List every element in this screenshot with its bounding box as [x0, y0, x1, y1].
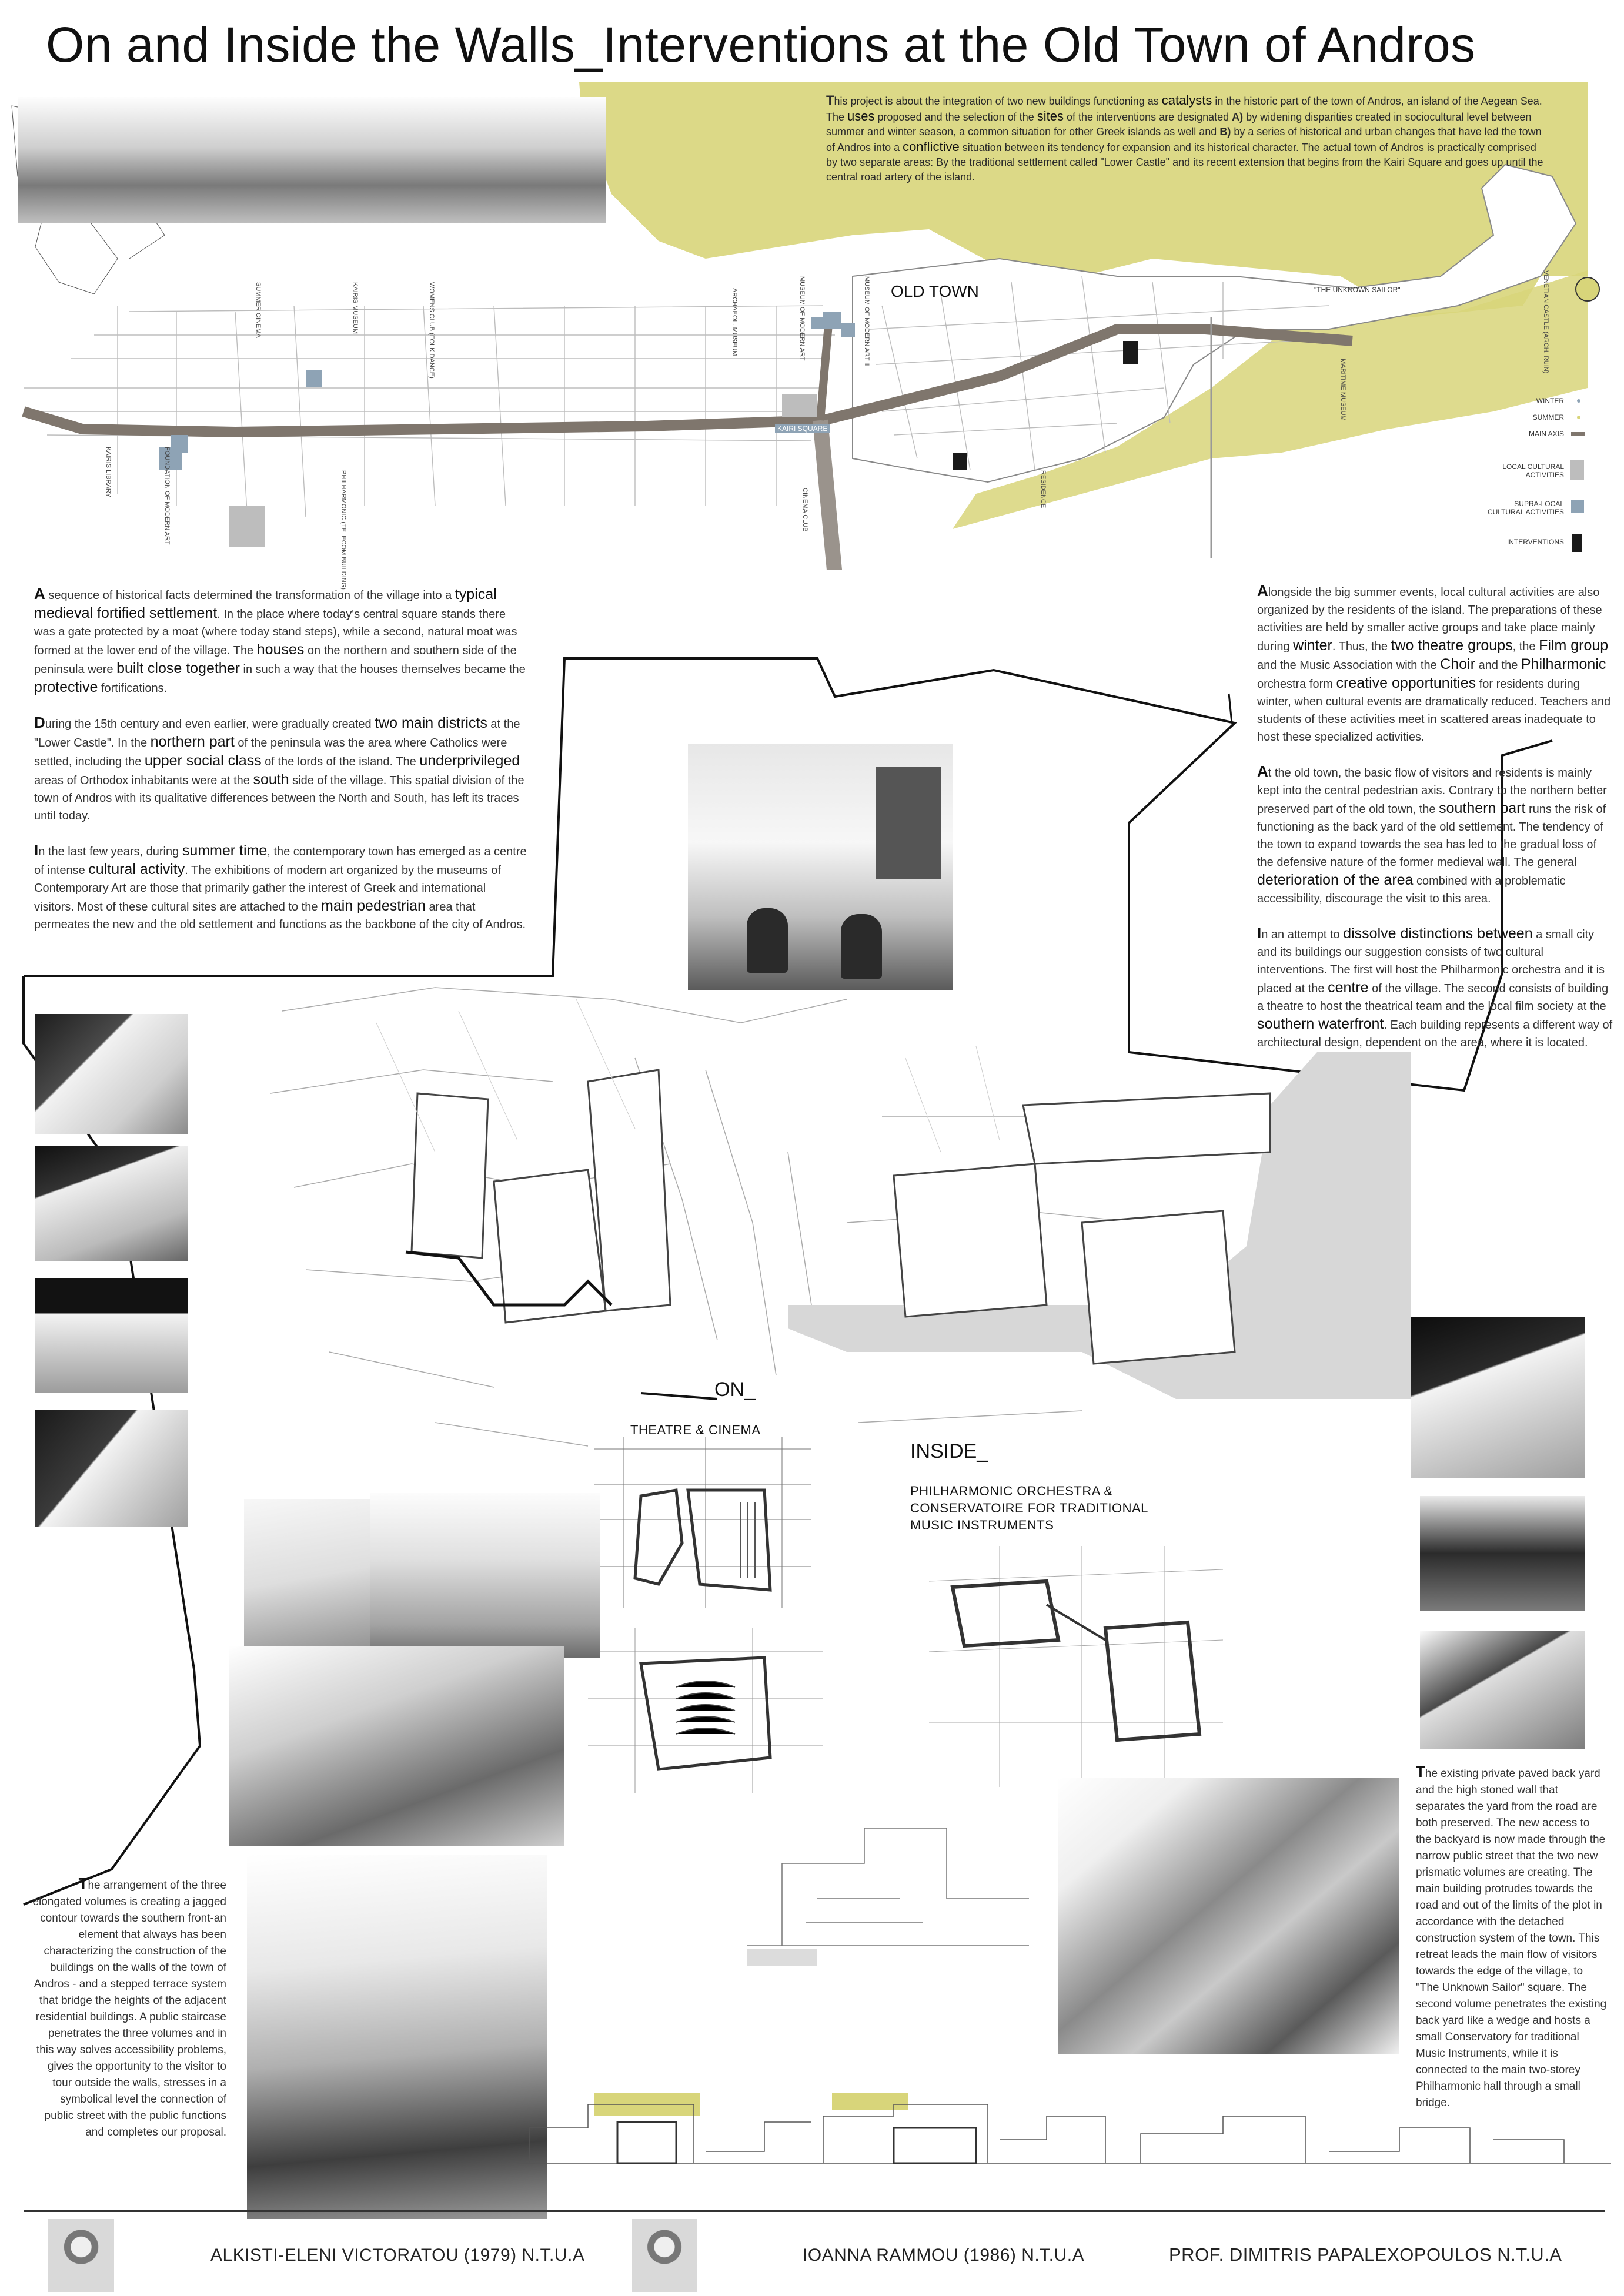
hillside-photo — [370, 1493, 600, 1658]
render-view-3 — [35, 1278, 188, 1393]
theatre-plan-2 — [588, 1628, 823, 1793]
right-text-column: Alongside the big summer events, local c… — [1257, 582, 1616, 1068]
legend-main-axis: MAIN AXIS — [1528, 430, 1564, 438]
summer-zone — [579, 82, 1588, 317]
old-town-label: OLD TOWN — [891, 282, 979, 300]
unknown-sailor-label: "THE UNKNOWN SAILOR" — [1314, 286, 1401, 294]
legend-winter: WINTER — [1536, 397, 1564, 405]
author-1-portrait — [48, 2219, 114, 2292]
summer-dot-icon — [1577, 416, 1580, 419]
philharmonic-label-line: CONSERVATOIRE FOR TRADITIONAL — [910, 1501, 1148, 1515]
right-paragraph-1: Alongside the big summer events, local c… — [1257, 582, 1611, 744]
intervention-swatch-icon — [1572, 534, 1582, 552]
render-view-2 — [35, 1146, 188, 1261]
render-view-4 — [35, 1410, 188, 1527]
bottom-left-text: The arrangement of the three elongated v… — [32, 1875, 226, 2138]
legend-local: LOCAL CULTURAL ACTIVITIES — [1502, 463, 1564, 479]
legend-summer: SUMMER — [1532, 413, 1564, 421]
render-view-5 — [1411, 1317, 1585, 1478]
terrace-photo — [229, 1646, 564, 1846]
musician-figure — [747, 908, 788, 973]
render-view-7 — [1420, 1631, 1585, 1749]
legend-interventions: INTERVENTIONS — [1506, 538, 1564, 546]
inside-label: INSIDE_ — [910, 1440, 988, 1462]
theatre-plan-1 — [594, 1437, 811, 1608]
supra-local-activities — [159, 312, 855, 470]
main-axis-south — [813, 419, 843, 570]
left-paragraph-1: A sequence of historical facts determine… — [34, 585, 526, 695]
philharmonic-label-line: MUSIC INSTRUMENTS — [910, 1518, 1054, 1532]
author-1-name: ALKISTI-ELENI VICTORATOU (1979) N.T.U.A — [210, 2245, 585, 2265]
musicians-photo — [688, 744, 953, 990]
left-paragraph-3: In the last few years, during summer tim… — [34, 841, 527, 931]
footer-divider — [24, 2210, 1605, 2212]
author-2-portrait — [632, 2219, 697, 2292]
right-paragraph-3: In an attempt to dissolve distinctions b… — [1257, 924, 1613, 1049]
long-sections — [517, 2093, 1611, 2164]
site-plan-drawing — [270, 987, 1411, 1447]
page-title: On and Inside the Walls_Interventions at… — [46, 17, 1476, 72]
left-paragraph-2: During the 15th century and even earlier… — [34, 714, 524, 822]
render-view-1 — [35, 1014, 188, 1134]
model-photo — [1058, 1778, 1399, 2054]
professor-name: PROF. DIMITRIS PAPALEXOPOULOS N.T.U.A — [1169, 2244, 1562, 2265]
render-view-6 — [1420, 1496, 1585, 1611]
left-text-column: A sequence of historical facts determine… — [34, 585, 528, 950]
right-paragraph-2: At the old town, the basic flow of visit… — [1257, 762, 1607, 905]
legend-supra-local: SUPRA-LOCAL CULTURAL ACTIVITIES — [1487, 500, 1564, 516]
bottom-right-text: The existing private paved back yard and… — [1416, 1763, 1607, 2109]
theatre-label: THEATRE & CINEMA — [630, 1423, 761, 1437]
supra-local-swatch-icon — [1571, 500, 1584, 513]
on-label: ON_ — [714, 1378, 756, 1401]
local-activities — [229, 394, 817, 547]
theatre-section — [747, 1828, 1029, 1966]
main-axis-north — [816, 317, 833, 421]
local-swatch-icon — [1570, 460, 1584, 480]
doorway — [876, 767, 941, 879]
site-marker — [1575, 277, 1600, 302]
winter-dot-icon — [1577, 399, 1580, 403]
summer-zone-south — [953, 270, 1588, 529]
kairi-square-label: KAIRI SQUARE — [775, 424, 830, 433]
author-2-name: IOANNA RAMMOU (1986) N.T.U.A — [803, 2245, 1085, 2265]
musician-figure — [841, 914, 882, 979]
waterfront-photo — [247, 1855, 547, 2219]
philharmonic-plan — [929, 1546, 1224, 1787]
philharmonic-label-line: PHILHARMONIC ORCHESTRA & — [910, 1484, 1113, 1498]
town-map — [11, 82, 1600, 570]
philharmonic-label: PHILHARMONIC ORCHESTRA & CONSERVATOIRE F… — [910, 1482, 1148, 1534]
interventions — [953, 341, 1138, 470]
axis-swatch-icon — [1571, 432, 1585, 436]
intro-text: This project is about the integration of… — [826, 93, 1543, 183]
aerial-town-photo — [18, 97, 606, 223]
